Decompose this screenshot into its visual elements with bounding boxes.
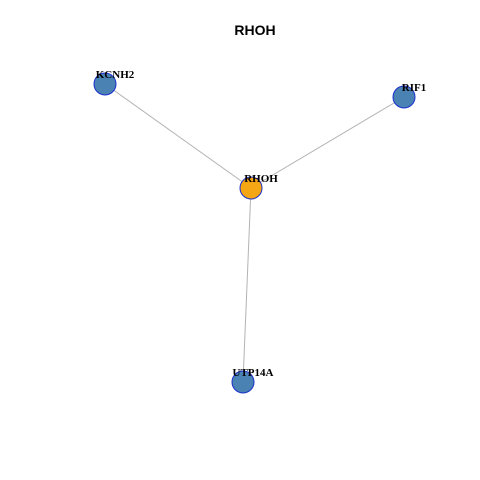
node-kcnh2: KCNH2 [93, 69, 135, 96]
node-rhoh: RHOH [239, 173, 278, 200]
edge-rhoh-rif1 [250, 96, 405, 189]
node-circle [239, 176, 263, 200]
node-label: RHOH [244, 173, 278, 185]
diagram-title: RHOH [234, 22, 275, 38]
edges-layer [104, 83, 405, 383]
node-circle [392, 85, 416, 109]
edge-rhoh-utp14a [242, 187, 252, 383]
node-label: UTP14A [233, 367, 274, 379]
edge-rhoh-kcnh2 [104, 83, 252, 189]
node-label: RIF1 [402, 82, 426, 94]
node-circle [93, 72, 117, 96]
node-label: KCNH2 [96, 69, 135, 81]
node-rif1: RIF1 [392, 82, 426, 109]
node-circle [231, 370, 255, 394]
node-utp14a: UTP14A [231, 367, 274, 394]
